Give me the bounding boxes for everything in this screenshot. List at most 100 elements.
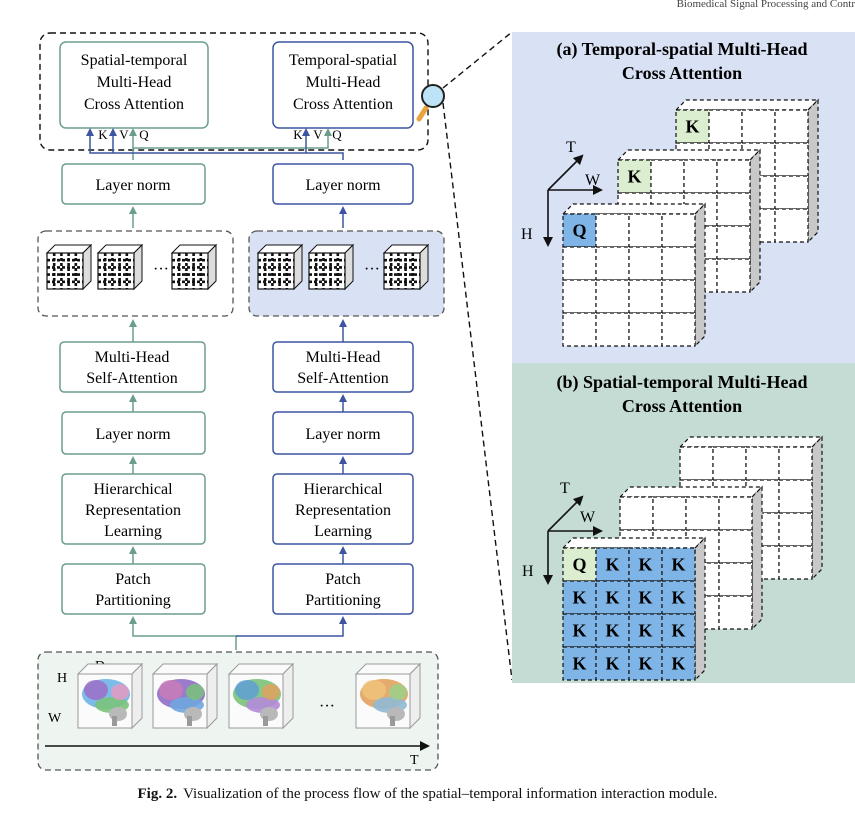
svg-text:Hierarchical: Hierarchical <box>303 481 383 498</box>
panel-a-title-line2: Cross Attention <box>622 63 742 83</box>
right-mhsa-box: Multi-Head Self-Attention <box>272 341 414 393</box>
st-attn-line2: Multi-Head <box>97 74 172 91</box>
st-attn-line1: Spatial-temporal <box>81 52 188 69</box>
grid-cell-label: K <box>671 621 685 641</box>
ts-k-label: K <box>293 127 303 142</box>
right-token-group: ··· <box>248 230 445 317</box>
svg-text:Layer norm: Layer norm <box>95 177 171 194</box>
left-mhsa-box: Multi-Head Self-Attention <box>59 341 206 393</box>
grid-cell-label: K <box>671 555 685 575</box>
svg-text:Layer norm: Layer norm <box>95 426 171 443</box>
grid-cell-label: K <box>572 621 586 641</box>
st-q-label: Q <box>139 127 149 142</box>
left-layer-norm-top: Layer norm <box>61 163 206 205</box>
temporal-spatial-attention-box: Temporal-spatial Multi-Head Cross Attent… <box>272 41 414 129</box>
grid-cell-label: K <box>685 117 699 137</box>
svg-text:Patch: Patch <box>325 571 361 588</box>
token-cube-icon <box>382 243 430 291</box>
svg-text:Self-Attention: Self-Attention <box>297 370 389 387</box>
panel-b-title-line2: Cross Attention <box>622 396 742 416</box>
left-patch-box: Patch Partitioning <box>61 563 206 615</box>
input-brain-sequence-panel: H D W ··· T <box>37 651 439 771</box>
zoom-connector-bottom <box>442 102 513 681</box>
svg-text:Representation: Representation <box>85 502 181 519</box>
grid-block <box>561 536 707 682</box>
grid-cell-label: K <box>605 588 619 608</box>
panel-b-axis-t: T <box>560 480 570 497</box>
panel-a-title-line1: (a) Temporal-spatial Multi-Head <box>557 39 808 60</box>
panel-a: (a) Temporal-spatial Multi-Head Cross At… <box>512 32 855 363</box>
grid-cell-label: K <box>638 555 652 575</box>
magnifier-icon <box>416 84 445 122</box>
grid-cell-label: K <box>638 588 652 608</box>
right-patch-box: Patch Partitioning <box>272 563 414 615</box>
panel-b-axes: T W H <box>522 480 603 585</box>
grid-cell-label: K <box>605 621 619 641</box>
panel-b: (b) Spatial-temporal Multi-Head Cross At… <box>512 363 855 683</box>
svg-text:Multi-Head: Multi-Head <box>95 349 170 366</box>
grid-cell-label: K <box>605 555 619 575</box>
input-split-connector <box>129 616 347 650</box>
ts-attn-line3: Cross Attention <box>293 96 393 113</box>
st-attn-line3: Cross Attention <box>84 96 184 113</box>
right-layer-norm-top: Layer norm <box>272 163 414 205</box>
grid-cell-label: K <box>671 588 685 608</box>
right-layer-norm: Layer norm <box>272 411 414 455</box>
grid-cell-label: K <box>605 654 619 674</box>
panel-a-axis-w: W <box>585 172 601 189</box>
left-hrl-box: Hierarchical Representation Learning <box>61 473 206 545</box>
input-ellipsis: ··· <box>319 698 335 715</box>
left-tokens-ellipsis: ··· <box>153 261 169 278</box>
st-v-label: V <box>119 127 129 142</box>
ts-v-label: V <box>313 127 323 142</box>
left-layer-norm: Layer norm <box>61 411 206 455</box>
brain-volume <box>354 662 422 730</box>
grid-cell-label: K <box>627 167 641 187</box>
token-cube-icon <box>307 243 355 291</box>
panel-a-axis-h: H <box>521 226 533 243</box>
svg-text:Partitioning: Partitioning <box>95 592 171 609</box>
token-cube-icon <box>45 243 93 291</box>
token-cube-icon <box>256 243 304 291</box>
panel-b-axis-w: W <box>580 509 596 526</box>
process-flow-diagram: Spatial-temporal Multi-Head Cross Attent… <box>37 31 855 771</box>
panel-b-title-line1: (b) Spatial-temporal Multi-Head <box>557 372 808 393</box>
grid-cell-label: K <box>638 621 652 641</box>
svg-text:Patch: Patch <box>115 571 151 588</box>
panel-a-axes: T W H <box>521 139 603 247</box>
svg-text:Layer norm: Layer norm <box>305 426 381 443</box>
panel-b-axis-h: H <box>522 563 534 580</box>
grid-cell-label: K <box>638 654 652 674</box>
svg-text:Layer norm: Layer norm <box>305 177 381 194</box>
input-axis-w: W <box>48 711 62 726</box>
ts-attn-line1: Temporal-spatial <box>289 52 398 69</box>
brain-volume <box>151 662 219 730</box>
grid-cell-label: Q <box>572 555 586 575</box>
svg-text:Multi-Head: Multi-Head <box>306 349 381 366</box>
input-axis-h: H <box>57 671 67 686</box>
brain-volume <box>76 662 144 730</box>
left-token-group: ··· <box>37 230 234 317</box>
figure-caption: Fig. 2.Visualization of the process flow… <box>0 786 855 803</box>
panel-a-axis-t: T <box>566 139 576 156</box>
grid-cell-label: K <box>671 654 685 674</box>
right-hrl-box: Hierarchical Representation Learning <box>272 473 414 545</box>
journal-header: Biomedical Signal Processing and Contr <box>676 0 855 10</box>
grid-cell-label: K <box>572 588 586 608</box>
ts-q-label: Q <box>332 127 342 142</box>
token-cube-icon <box>170 243 218 291</box>
st-k-label: K <box>98 127 108 142</box>
token-cube-icon <box>96 243 144 291</box>
spatial-temporal-attention-box: Spatial-temporal Multi-Head Cross Attent… <box>59 41 209 129</box>
input-axis-t: T <box>410 753 419 768</box>
svg-text:Learning: Learning <box>314 523 372 540</box>
right-tokens-ellipsis: ··· <box>364 261 380 278</box>
svg-text:Partitioning: Partitioning <box>305 592 381 609</box>
svg-text:Learning: Learning <box>104 523 162 540</box>
svg-text:Representation: Representation <box>295 502 391 519</box>
grid-cell-label: K <box>572 654 586 674</box>
grid-block <box>561 202 707 348</box>
ts-attn-line2: Multi-Head <box>306 74 381 91</box>
caption-label: Fig. 2. <box>137 786 178 802</box>
brain-volume <box>227 662 295 730</box>
